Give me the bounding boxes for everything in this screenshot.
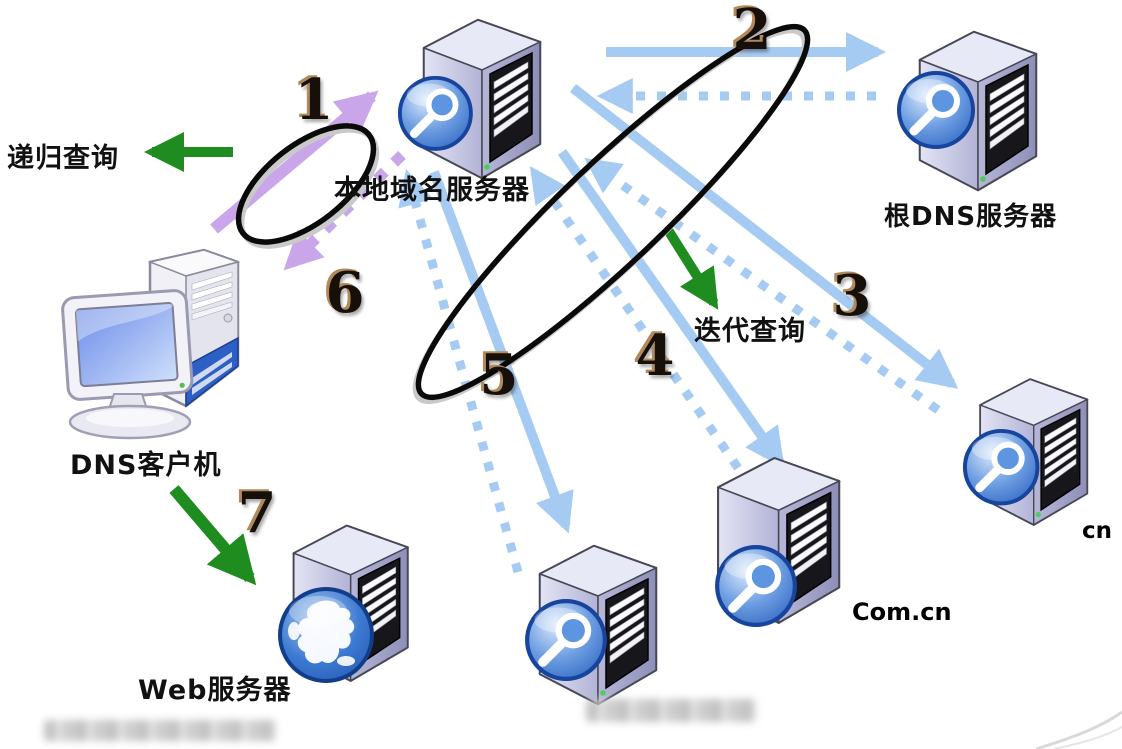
recursive-ellipse-highlight <box>235 123 380 249</box>
dns-client-label: DNS客户机 <box>70 450 222 481</box>
blurred-watermark-center <box>586 699 756 722</box>
arrow-5-query-to-auth-server <box>429 170 574 534</box>
iterative-query-label: 迭代查询 <box>694 316 806 347</box>
comcn-server-label: Com.cn <box>852 598 952 626</box>
arrow-iterative-query <box>663 227 719 310</box>
blurred-watermark-left <box>44 720 276 741</box>
step-number-6: 6 <box>325 260 365 326</box>
web-server-globe-icon <box>278 587 374 683</box>
arrow-3-response-from-cn <box>584 157 941 414</box>
arrow-4-query-to-comcn <box>557 149 785 469</box>
root-dns-magnifier-icon <box>899 73 973 147</box>
dns-client-computer <box>61 248 241 440</box>
local-dns-magnifier-icon <box>400 78 471 149</box>
authoritative-dns-magnifier-icon <box>527 601 605 679</box>
cn-dns-magnifier-icon <box>965 431 1038 504</box>
step-number-1: 1 <box>294 67 334 133</box>
arrow-7-client-to-web <box>169 485 257 586</box>
arrow-4-response-from-comcn <box>529 166 742 471</box>
step-number-2: 2 <box>732 0 772 63</box>
step-number-7: 7 <box>237 480 277 546</box>
recursive-query-label: 递归查询 <box>7 143 119 174</box>
root-dns-label: 根DNS服务器 <box>884 202 1058 232</box>
arrow-3-query-to-cn <box>569 84 959 389</box>
corner-decoration <box>1035 710 1122 749</box>
comcn-dns-magnifier-icon <box>717 547 795 625</box>
iterative-ellipse-highlight <box>412 23 811 405</box>
local-dns-label: 本地域名服务器 <box>334 175 530 206</box>
web-server-label: Web服务器 <box>138 675 292 706</box>
step-number-3: 3 <box>832 263 872 329</box>
arrow-5-response-from-auth-server <box>398 169 523 574</box>
step-number-4: 4 <box>635 323 675 389</box>
step-number-5: 5 <box>479 342 519 408</box>
cn-server-label: cn <box>1082 518 1113 544</box>
